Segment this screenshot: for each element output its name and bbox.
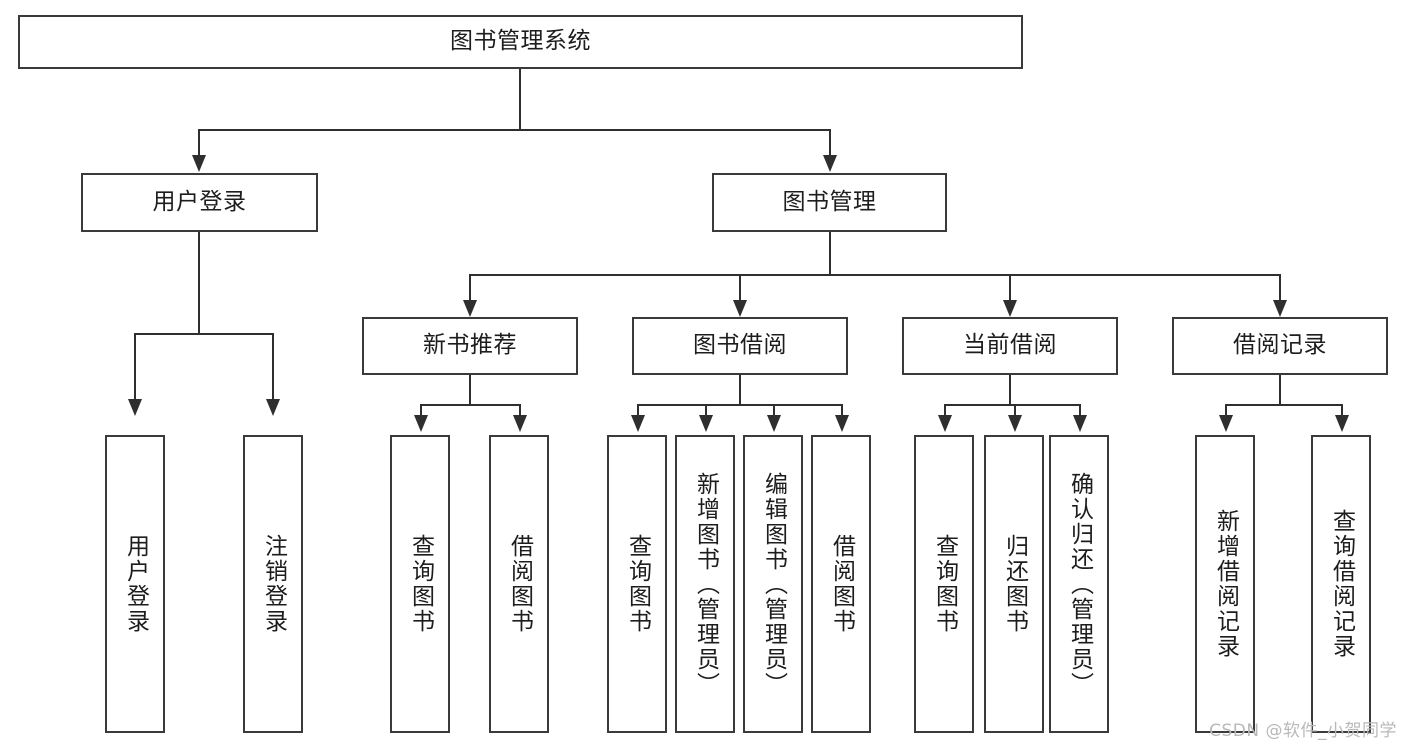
connector-user-login-leaf-1 (134, 333, 136, 401)
connector-current-borrow-stem (1009, 375, 1011, 405)
arrowhead-current-borrow-leaf-3 (1073, 415, 1087, 432)
node-label: 图书借阅 (693, 332, 787, 359)
node-book-borrow[interactable]: 图书借阅 (632, 317, 848, 375)
arrowhead-book-borrow-leaf-4 (835, 415, 849, 432)
leaf-current-borrow-return-book[interactable]: 归还图书 (984, 435, 1044, 733)
node-label: 借阅图书 (828, 534, 855, 634)
connector-to-borrow-record (1279, 274, 1281, 302)
leaf-book-borrow-add-book-admin[interactable]: 新增图书（管理员） (675, 435, 735, 733)
connector-current-borrow-bus (944, 404, 1080, 406)
connector-new-book-leaf-2 (519, 404, 521, 417)
connector-borrow-record-leaf-2 (1341, 404, 1343, 417)
arrowhead-borrow-record-leaf-2 (1335, 415, 1349, 432)
leaf-book-borrow-borrow-book[interactable]: 借阅图书 (811, 435, 871, 733)
node-label: 借阅记录 (1233, 332, 1327, 359)
node-label: 图书管理 (782, 188, 877, 215)
connector-new-book-stem (469, 375, 471, 405)
connector-to-book-borrow (739, 274, 741, 302)
node-root-book-management-system[interactable]: 图书管理系统 (18, 15, 1023, 69)
leaf-current-borrow-query-book[interactable]: 查询图书 (914, 435, 974, 733)
arrowhead-to-user-login (192, 155, 206, 172)
connector-book-borrow-leaf-2 (705, 404, 707, 417)
node-label: 用户登录 (122, 534, 149, 634)
connector-to-new-book-recommend (469, 274, 471, 302)
node-label: 查询借阅记录 (1328, 509, 1355, 659)
node-label: 归还图书 (1001, 534, 1028, 634)
connector-user-login-leaf-2 (272, 333, 274, 401)
node-label: 新书推荐 (423, 332, 517, 359)
arrowhead-book-borrow-leaf-1 (631, 415, 645, 432)
leaf-borrow-record-add-record[interactable]: 新增借阅记录 (1195, 435, 1255, 733)
node-label: 新增图书（管理员） (692, 471, 719, 697)
node-borrow-record[interactable]: 借阅记录 (1172, 317, 1388, 375)
connector-book-management-bus (469, 274, 1281, 276)
arrowhead-current-borrow-leaf-1 (938, 415, 952, 432)
node-label: 查询图书 (624, 534, 651, 634)
connector-borrow-record-leaf-1 (1225, 404, 1227, 417)
leaf-user-login-login[interactable]: 用户登录 (105, 435, 165, 733)
connector-to-current-borrow (1009, 274, 1011, 302)
connector-current-borrow-leaf-2 (1014, 404, 1016, 417)
connector-root-stem (519, 69, 521, 130)
arrowhead-current-borrow-leaf-2 (1008, 415, 1022, 432)
arrowhead-book-borrow-leaf-2 (699, 415, 713, 432)
connector-current-borrow-leaf-1 (944, 404, 946, 417)
connector-new-book-bus (420, 404, 520, 406)
leaf-new-book-query-book[interactable]: 查询图书 (390, 435, 450, 733)
connector-book-borrow-leaf-4 (841, 404, 843, 417)
arrowhead-to-current-borrow (1003, 300, 1017, 317)
arrowhead-new-book-leaf-2 (513, 415, 527, 432)
connector-current-borrow-leaf-3 (1079, 404, 1081, 417)
node-book-management[interactable]: 图书管理 (712, 173, 947, 232)
node-label: 借阅图书 (506, 534, 533, 634)
node-label: 图书管理系统 (450, 28, 591, 55)
node-label: 确认归还（管理员） (1066, 471, 1093, 697)
connector-user-login-bus (134, 333, 273, 335)
leaf-book-borrow-query-book[interactable]: 查询图书 (607, 435, 667, 733)
arrowhead-user-login-leaf-2 (266, 399, 280, 416)
node-label: 新增借阅记录 (1212, 509, 1239, 659)
connector-book-borrow-leaf-1 (637, 404, 639, 417)
node-label: 查询图书 (407, 534, 434, 634)
node-label: 编辑图书（管理员） (760, 471, 787, 697)
connector-to-book-management (829, 129, 831, 157)
arrowhead-user-login-leaf-1 (128, 399, 142, 416)
arrowhead-new-book-leaf-1 (414, 415, 428, 432)
connector-new-book-leaf-1 (420, 404, 422, 417)
connector-book-borrow-stem (739, 375, 741, 405)
connector-book-borrow-leaf-3 (773, 404, 775, 417)
arrowhead-to-new-book-recommend (463, 300, 477, 317)
connector-borrow-record-stem (1279, 375, 1281, 405)
arrowhead-borrow-record-leaf-1 (1219, 415, 1233, 432)
node-user-login[interactable]: 用户登录 (81, 173, 318, 232)
connector-book-borrow-bus (637, 404, 842, 406)
node-new-book-recommend[interactable]: 新书推荐 (362, 317, 578, 375)
connector-root-bus (198, 129, 831, 131)
leaf-current-borrow-confirm-return-admin[interactable]: 确认归还（管理员） (1049, 435, 1109, 733)
connector-user-login-stem (198, 232, 200, 334)
connector-book-management-stem (829, 232, 831, 275)
leaf-new-book-borrow-book[interactable]: 借阅图书 (489, 435, 549, 733)
leaf-book-borrow-edit-book-admin[interactable]: 编辑图书（管理员） (743, 435, 803, 733)
leaf-borrow-record-query-record[interactable]: 查询借阅记录 (1311, 435, 1371, 733)
arrowhead-to-borrow-record (1273, 300, 1287, 317)
node-label: 注销登录 (260, 534, 287, 634)
node-current-borrow[interactable]: 当前借阅 (902, 317, 1118, 375)
node-label: 查询图书 (931, 534, 958, 634)
node-label: 当前借阅 (963, 332, 1057, 359)
node-label: 用户登录 (152, 188, 247, 215)
leaf-user-login-logout[interactable]: 注销登录 (243, 435, 303, 733)
arrowhead-to-book-management (823, 155, 837, 172)
connector-to-user-login (198, 129, 200, 157)
connector-borrow-record-bus (1225, 404, 1342, 406)
arrowhead-book-borrow-leaf-3 (767, 415, 781, 432)
arrowhead-to-book-borrow (733, 300, 747, 317)
